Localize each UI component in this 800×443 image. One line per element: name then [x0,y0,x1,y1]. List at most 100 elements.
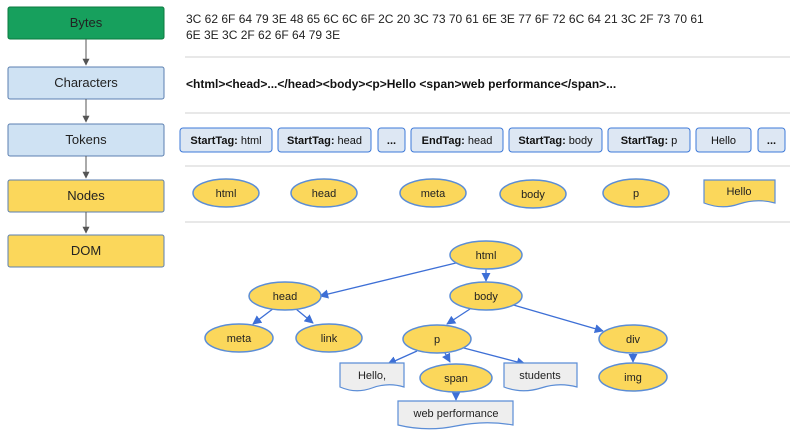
node-shape [419,363,493,393]
node-p: p [602,178,670,208]
characters-row: <html><head>...</head><body><p>Hello <sp… [186,77,616,91]
node-label: head [312,188,336,200]
node-label: img [624,372,642,384]
node-shape [598,324,668,354]
node-shape [290,178,358,208]
tokens-row: StartTag:html StartTag:head ... EndTag:h… [179,127,786,153]
token-tag: StartTag: [621,135,668,147]
token-ellipsis: ... [387,135,396,147]
node-head: head [290,178,358,208]
node-shape [192,178,260,208]
tree-node-html: html [449,240,523,270]
text-node-label: web performance [413,408,499,420]
node-shape [449,281,523,311]
stage-dom-label: DOM [71,243,101,258]
tree-edge-p-hello [387,350,418,365]
tree-node-head: head [248,281,322,311]
row-dividers [185,56,790,223]
tree-text-node-students: students [503,362,578,392]
node-label: p [434,334,440,346]
tree-edge-body-p [446,308,471,325]
stage-characters: Characters [7,66,165,100]
bytes-line-2: 6E 3E 3C 2F 62 6F 64 79 3E [186,28,340,42]
tree-node-div: div [598,324,668,354]
node-shape [598,362,668,392]
stage-bytes-label: Bytes [70,15,103,30]
token-0: StartTag: html [179,127,273,153]
token-label: EndTag:head [422,135,493,147]
node-label: head [273,291,297,303]
node-body: body [499,179,567,209]
stage-characters-label: Characters [54,75,118,90]
token-box [695,127,752,153]
node-label: div [626,334,641,346]
token-name: head [337,135,361,147]
node-label: html [476,250,497,262]
text-node-label: Hello, [358,370,386,382]
node-shape [602,178,670,208]
node-shape [402,324,472,354]
tree-node-meta: meta [204,323,274,353]
token-1: StartTag:head [277,127,372,153]
node-label: link [321,333,338,345]
node-label: meta [421,188,446,200]
tree-text-node-hello: Hello, [339,362,405,392]
token-tag: StartTag: [518,135,565,147]
node-shape [295,323,363,353]
stage-dom: DOM [7,234,165,268]
token-text-hello: Hello [711,135,736,147]
stage-dom-box [7,234,165,268]
node-shape [248,281,322,311]
bytes-line-1: 3C 62 6F 64 79 3E 48 65 6C 6C 6F 2C 20 3… [186,12,704,26]
token-7: ... [757,127,786,153]
tree-text-node-web-performance: web performance [397,400,514,430]
token-box [277,127,372,153]
tree-node-body: body [449,281,523,311]
node-meta: meta [399,178,467,208]
tree-node-link: link [295,323,363,353]
token-box [377,127,406,153]
nodes-row: html head meta body p Hello [192,178,776,209]
text-node-shape [503,362,578,392]
characters-text: <html><head>...</head><body><p>Hello <sp… [186,77,616,91]
tree-edge-p-students [459,346,526,367]
node-label: body [521,189,545,201]
tree-edge-html-head [319,261,461,299]
tree-edge-head-link [295,308,314,324]
node-label: meta [227,333,252,345]
token-tag: EndTag: [422,135,465,147]
token-name: body [569,135,593,147]
text-node-shape [339,362,405,392]
node-label: span [444,373,468,385]
token-box [508,127,603,153]
node-shape [399,178,467,208]
token-2: ... [377,127,406,153]
token-5: StartTag:p [607,127,691,153]
token-label: StartTag:p [621,135,678,147]
token-label: StartTag:head [287,135,362,147]
token-tag: StartTag: [190,135,237,147]
tree-edge-p-span [442,352,451,363]
token-ellipsis: ... [767,135,776,147]
stage-nodes-label: Nodes [67,188,105,203]
node-text-hello: Hello [703,179,776,208]
pipeline-stages: Bytes Characters Tokens Nodes DOM [7,6,165,268]
token-box [607,127,691,153]
token-3: EndTag:head [410,127,504,153]
stage-tokens: Tokens [7,123,165,157]
tree-node-span: span [419,363,493,393]
dom-tree: html head body meta link p div Hello, [204,240,668,430]
node-shape [449,240,523,270]
token-name: head [468,135,492,147]
token-name: html [241,135,262,147]
text-node-shape [703,179,776,208]
stage-bytes: Bytes [7,6,165,40]
token-label: StartTag: body [518,135,593,147]
node-html: html [192,178,260,208]
node-shape [204,323,274,353]
token-name: p [671,135,677,147]
node-label: html [216,188,237,200]
token-label: StartTag: html [190,135,261,147]
node-label: p [633,188,639,200]
